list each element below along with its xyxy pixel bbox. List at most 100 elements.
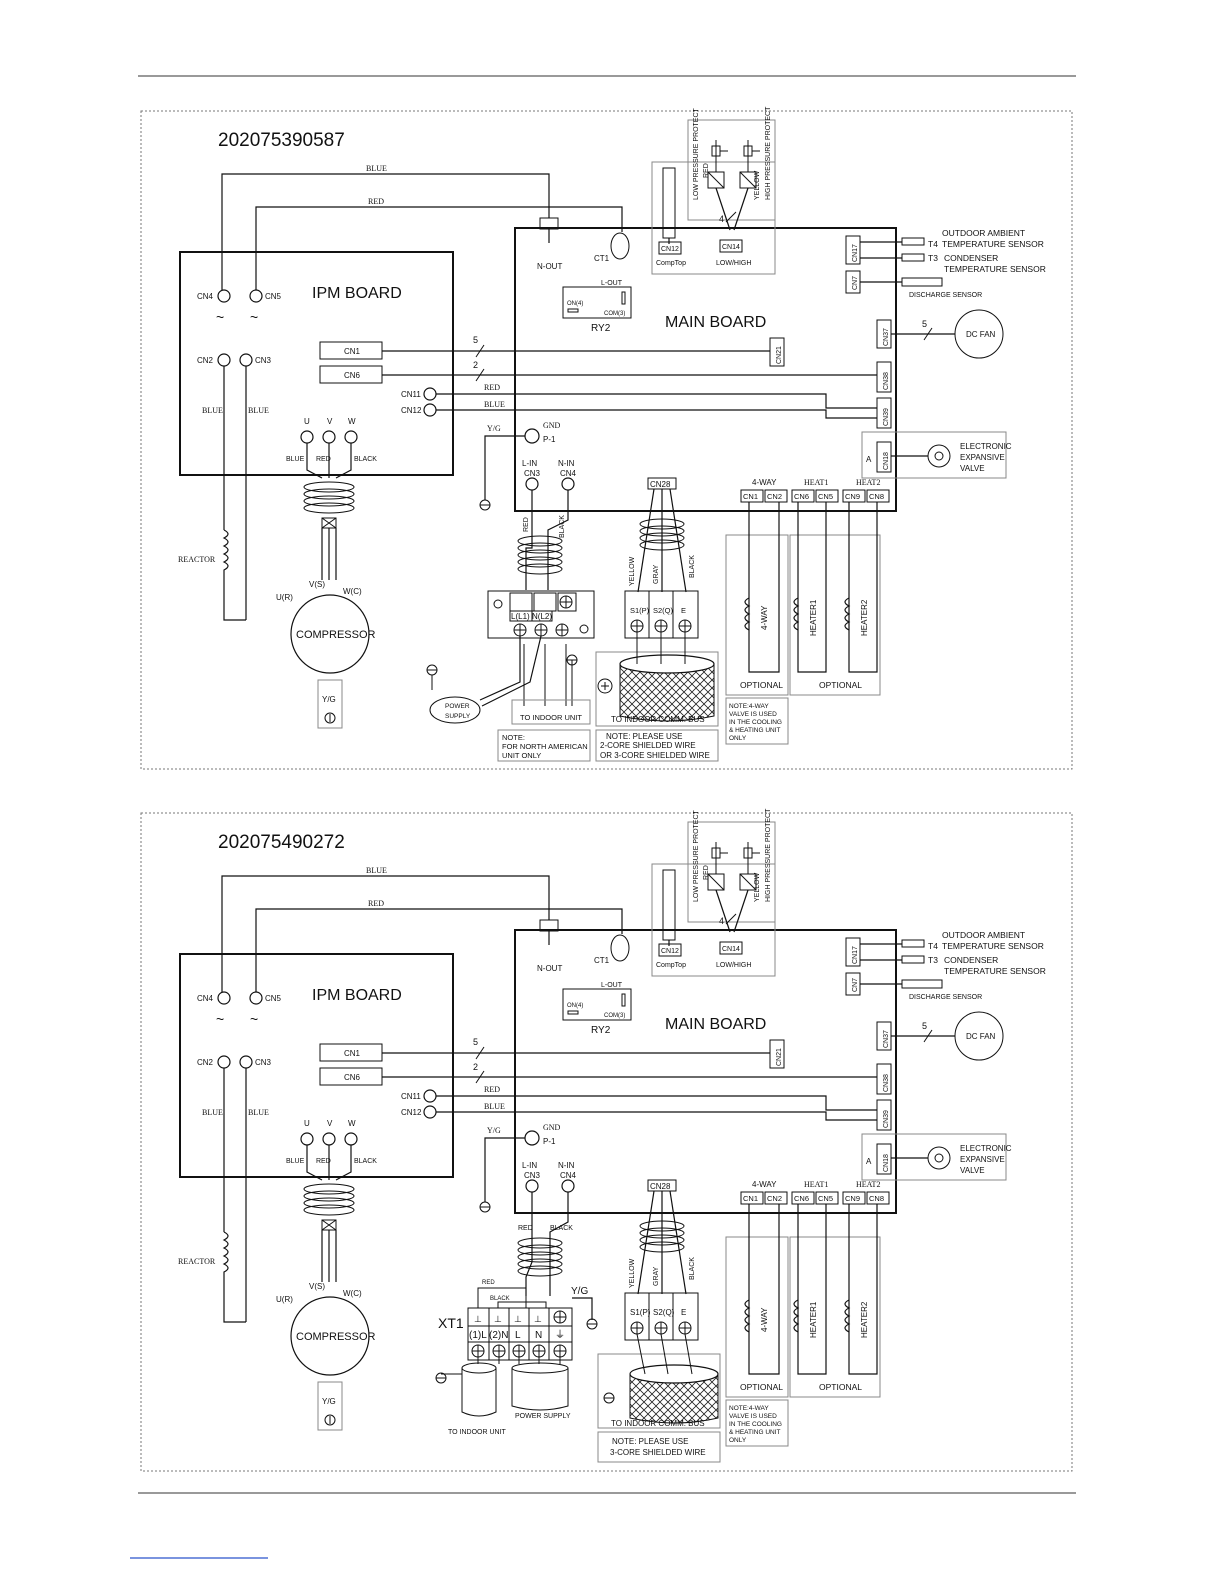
cn11-red-label: RED	[484, 1085, 500, 1094]
compressor	[290, 1296, 370, 1376]
main-4way-label: 4-WAY	[752, 1180, 777, 1189]
power-supply	[429, 696, 481, 724]
cn1-wire-count: 5	[473, 335, 478, 345]
ipm-cn3-label: CN3	[255, 356, 272, 365]
pressure-red-label: RED	[703, 865, 710, 880]
optional-label-1: OPTIONAL	[740, 1382, 783, 1392]
xt1-label: XT1	[438, 1315, 464, 1331]
xt1-n-label: N	[535, 1330, 542, 1341]
compressor-ur-label: U(R)	[276, 593, 293, 602]
optional-label-2: OPTIONAL	[819, 1382, 862, 1392]
main-cn37-label: CN37	[883, 328, 890, 346]
main-p1-label: P-1	[543, 435, 556, 444]
main-cn39-label: CN39	[883, 408, 890, 426]
wire-label-blue: BLUE	[366, 866, 387, 875]
main-cn2-label: CN2	[767, 492, 782, 501]
main-heat1-label: HEAT1	[804, 1180, 828, 1189]
four-way-note-3: IN THE COOLING	[729, 1421, 782, 1428]
dc-fan	[954, 309, 1004, 359]
main-cn1-label: CN1	[743, 492, 758, 501]
main-cn28-label: CN28	[650, 1182, 671, 1191]
four-way-note-3: IN THE COOLING	[729, 719, 782, 726]
power-supply-label-2: SUPPLY	[445, 713, 471, 720]
xt1-yg-label: Y/G	[571, 1286, 588, 1297]
ipm-blue-left-label: BLUE	[202, 1108, 223, 1117]
ipm-cn1-label: CN1	[344, 1049, 361, 1058]
main-board-title: MAIN BOARD	[665, 314, 766, 331]
pressure-wire-count: 4	[719, 214, 724, 224]
to-indoor-unit-label: TO INDOOR UNIT	[448, 1429, 507, 1436]
optional-label-2: OPTIONAL	[819, 680, 862, 690]
pressure-yellow-label: YELLOW	[754, 872, 761, 902]
comm-note-2: 3-CORE SHIELDED WIRE	[610, 1448, 706, 1457]
main-cn5-label: CN5	[818, 492, 833, 501]
main-cn37-label: CN37	[883, 1030, 890, 1048]
comm-s2-label: S2(Q)	[653, 1308, 675, 1317]
terminal-n-label: N(L2)	[532, 612, 552, 621]
ipm-cn11-label: CN11	[401, 390, 421, 399]
main-cn18-label: CN18	[883, 1154, 890, 1172]
cn6-wire-count: 2	[473, 1062, 478, 1072]
heater2-label: HEATER2	[860, 1301, 869, 1338]
compressor-label: COMPRESSOR	[296, 629, 376, 641]
wire-label-red: RED	[368, 197, 384, 206]
nin-black-label: BLACK	[559, 515, 566, 538]
wire-label-blue: BLUE	[366, 164, 387, 173]
comm-gray-label: GRAY	[653, 564, 660, 584]
main-cn17-label: CN17	[852, 946, 859, 964]
cn12-blue-label: BLUE	[484, 1102, 505, 1111]
outdoor-ambient-label: OUTDOOR AMBIENT	[942, 228, 1025, 238]
ipm-cn12-label: CN12	[401, 406, 422, 415]
four-way-note-5: ONLY	[729, 1437, 747, 1444]
t3-temperature-sensor-label: TEMPERATURE SENSOR	[944, 264, 1046, 274]
dc-fan-label: DC FAN	[966, 1032, 996, 1041]
gnd-yg-label: Y/G	[487, 424, 501, 433]
main-lin-label: L-IN	[522, 1161, 537, 1170]
svg-text:~: ~	[216, 1011, 224, 1027]
dc-fan-wire-count: 5	[922, 1021, 927, 1031]
main-lowhigh-label: LOW/HIGH	[716, 260, 751, 267]
comm-yellow-label: YELLOW	[629, 1258, 636, 1288]
relay-ry2	[562, 286, 632, 319]
lin-red-label: RED	[518, 1225, 533, 1232]
main-lout-label: L-OUT	[601, 280, 623, 287]
four-way-valve-label: 4-WAY	[760, 605, 769, 630]
ipm-blue-right-label: BLUE	[248, 406, 269, 415]
main-cn7-label: CN7	[852, 978, 859, 992]
ipm-board-title: IPM BOARD	[312, 987, 402, 1004]
na-note-2: FOR NORTH AMERICAN	[502, 742, 588, 751]
ipm-blue-left-label: BLUE	[202, 406, 223, 415]
main-cn4-label: CN4	[560, 469, 577, 478]
four-way-note-2: VALVE IS USED	[729, 1413, 777, 1420]
four-way-note-4: & HEATING UNIT	[729, 1429, 781, 1436]
power-supply-label: POWER SUPPLY	[515, 1413, 571, 1420]
four-way-note-1: NOTE:4-WAY	[729, 703, 769, 710]
ipm-v-label: V	[327, 417, 333, 426]
xt1-black-jumper-label: BLACK	[490, 1296, 510, 1302]
comm-s2-label: S2(Q)	[653, 606, 674, 615]
diagram-id: 202075390587	[218, 130, 345, 151]
reactor-label: REACTOR	[178, 1257, 216, 1266]
high-pressure-protect-label: HIGH PRESSURE PROTECT	[765, 106, 772, 200]
eev-a-label: A	[866, 455, 872, 464]
main-lowhigh-label: LOW/HIGH	[716, 962, 751, 969]
four-way-note-4: & HEATING UNIT	[729, 727, 781, 734]
main-cn14-label: CN14	[722, 946, 740, 953]
main-ct1-label: CT1	[594, 956, 610, 965]
main-heat2-label: HEAT2	[856, 478, 880, 487]
heater2-label: HEATER2	[860, 599, 869, 636]
four-way-note-1: NOTE:4-WAY	[729, 1405, 769, 1412]
na-note-1: NOTE:	[502, 733, 525, 742]
diagram-frame	[140, 110, 1073, 770]
comm-black-label: BLACK	[689, 555, 696, 578]
low-pressure-protect-label: LOW PRESSURE PROTECT	[693, 809, 700, 902]
ipm-cn2-label: CN2	[197, 1058, 214, 1067]
comm-note-1: NOTE: PLEASE USE	[606, 732, 682, 741]
ry2-com3-label: COM(3)	[604, 311, 625, 317]
eev-label-3: VALVE	[960, 1166, 985, 1175]
ipm-black-wire-label: BLACK	[354, 456, 377, 463]
xt1-1l-label: (1)L	[469, 1330, 487, 1341]
wire-label-red: RED	[368, 899, 384, 908]
comm-s1-label: S1(P)	[630, 606, 650, 615]
t3-label: T3	[928, 253, 938, 263]
